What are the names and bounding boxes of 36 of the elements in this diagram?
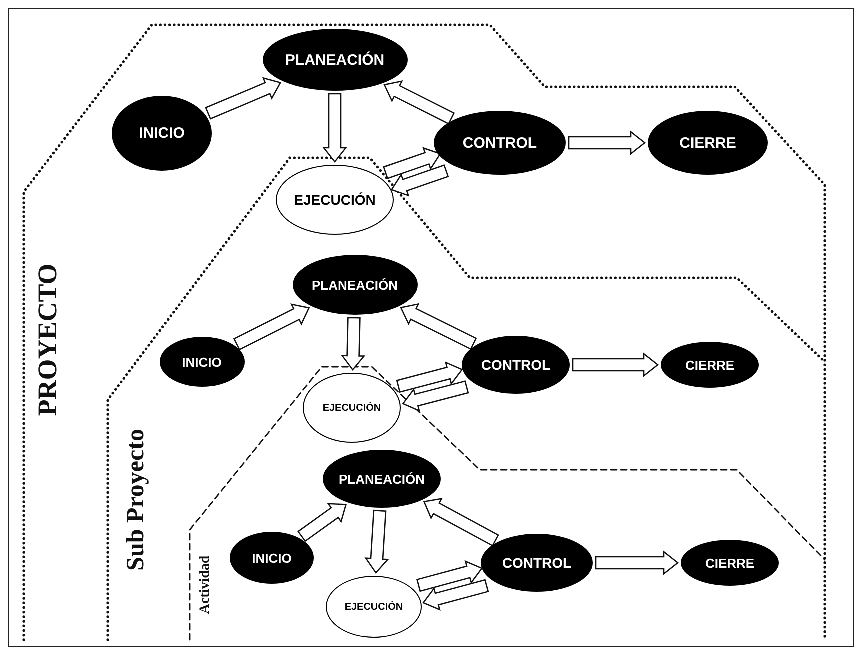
block-arrow (422, 579, 490, 612)
block-arrow (390, 164, 450, 197)
region-label: Actividad (199, 556, 213, 614)
region-label: PROYECTO (34, 264, 62, 416)
block-arrow (384, 80, 456, 125)
phase-ellipse: INICIO (112, 96, 212, 170)
block-arrow (572, 352, 660, 378)
block-arrow (233, 304, 310, 351)
block-arrow (423, 498, 500, 547)
phase-ellipse: CONTROL (481, 534, 593, 592)
phase-ellipse: CIERRE (681, 540, 779, 586)
region-label: Sub Proyecto (124, 429, 148, 571)
block-arrow (396, 362, 464, 394)
phase-ellipse: INICIO (230, 532, 314, 584)
phase-ellipse: EJECUCIÓN (276, 165, 394, 235)
phase-ellipse: PLANEACIÓN (262, 29, 408, 91)
block-arrow (205, 77, 282, 120)
block-arrow (364, 510, 390, 574)
block-arrow (340, 317, 366, 372)
block-arrow (322, 93, 348, 164)
block-arrow (400, 303, 478, 350)
phase-ellipse: CIERRE (661, 342, 759, 388)
block-arrow (416, 560, 484, 592)
block-arrow (568, 130, 646, 156)
block-arrow (595, 550, 680, 576)
phase-ellipse: CONTROL (462, 336, 570, 394)
block-arrow (383, 147, 442, 180)
block-arrow (298, 503, 348, 542)
phase-ellipse: PLANEACIÓN (323, 450, 441, 508)
phase-ellipse: EJECUCIÓN (326, 576, 422, 638)
phase-ellipse: CONTROL (434, 111, 566, 175)
phase-ellipse: INICIO (160, 337, 244, 387)
phase-ellipse: PLANEACIÓN (292, 255, 418, 315)
block-arrow (402, 380, 470, 412)
phase-ellipse: EJECUCIÓN (303, 373, 401, 443)
phase-ellipse: CIERRE (648, 111, 768, 175)
